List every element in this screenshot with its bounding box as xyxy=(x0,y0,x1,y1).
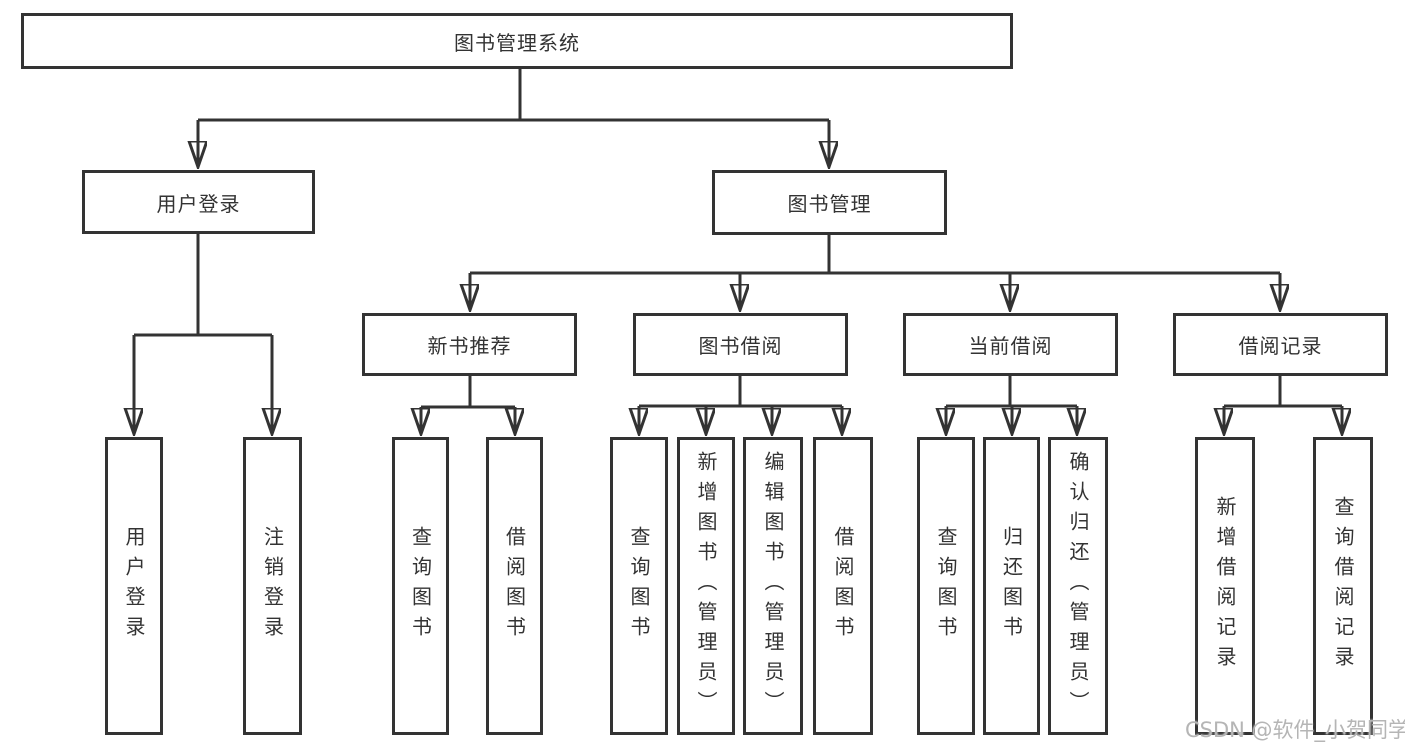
node-new-book-recommend-label: 新书推荐 xyxy=(427,334,512,358)
leaf-nb-borrow-books-label: 借阅图书 xyxy=(502,526,527,646)
leaf-bb-edit-books-admin-label: 编辑图书（管理员） xyxy=(761,451,785,721)
leaf-logout-label: 注销登录 xyxy=(260,526,285,646)
node-book-management: 图书管理 xyxy=(712,170,947,235)
node-user-login-label: 用户登录 xyxy=(156,191,241,216)
leaf-bb-borrow-books: 借阅图书 xyxy=(813,437,873,735)
node-book-borrowing: 图书借阅 xyxy=(633,313,848,376)
leaf-br-query-record: 查询借阅记录 xyxy=(1313,437,1373,735)
leaf-bb-edit-books-admin: 编辑图书（管理员） xyxy=(743,437,803,735)
leaf-cb-query-books-label: 查询图书 xyxy=(934,526,958,646)
node-borrowing-records-label: 借阅记录 xyxy=(1238,334,1323,358)
leaf-cb-return-books: 归还图书 xyxy=(983,437,1040,735)
leaf-bb-query-books-label: 查询图书 xyxy=(627,526,651,646)
leaf-logout: 注销登录 xyxy=(243,437,302,735)
node-new-book-recommend: 新书推荐 xyxy=(362,313,577,376)
leaf-bb-add-books-admin: 新增图书（管理员） xyxy=(677,437,735,735)
leaf-bb-add-books-admin-label: 新增图书（管理员） xyxy=(694,451,718,721)
node-root: 图书管理系统 xyxy=(21,13,1013,69)
leaf-br-query-record-label: 查询借阅记录 xyxy=(1331,496,1355,676)
leaf-cb-confirm-return-admin-label: 确认归还（管理员） xyxy=(1066,451,1090,721)
node-current-borrowing: 当前借阅 xyxy=(903,313,1118,376)
leaf-bb-borrow-books-label: 借阅图书 xyxy=(831,526,855,646)
leaf-bb-query-books: 查询图书 xyxy=(610,437,668,735)
leaf-nb-query-books-label: 查询图书 xyxy=(408,526,433,646)
leaf-nb-query-books: 查询图书 xyxy=(392,437,449,735)
leaf-cb-query-books: 查询图书 xyxy=(917,437,975,735)
node-borrowing-records: 借阅记录 xyxy=(1173,313,1388,376)
leaf-user-login-label: 用户登录 xyxy=(122,526,146,646)
node-book-borrowing-label: 图书借阅 xyxy=(698,334,783,358)
leaf-cb-confirm-return-admin: 确认归还（管理员） xyxy=(1048,437,1108,735)
csdn-watermark: CSDN @软件_小贺同学 xyxy=(1185,718,1405,742)
node-root-label: 图书管理系统 xyxy=(454,30,580,55)
leaf-user-login: 用户登录 xyxy=(105,437,163,735)
leaf-cb-return-books-label: 归还图书 xyxy=(999,526,1024,646)
node-user-login: 用户登录 xyxy=(82,170,315,234)
node-book-management-label: 图书管理 xyxy=(787,192,872,216)
node-current-borrowing-label: 当前借阅 xyxy=(968,334,1053,358)
leaf-br-add-record: 新增借阅记录 xyxy=(1195,437,1255,735)
leaf-nb-borrow-books: 借阅图书 xyxy=(486,437,543,735)
leaf-br-add-record-label: 新增借阅记录 xyxy=(1213,496,1237,676)
